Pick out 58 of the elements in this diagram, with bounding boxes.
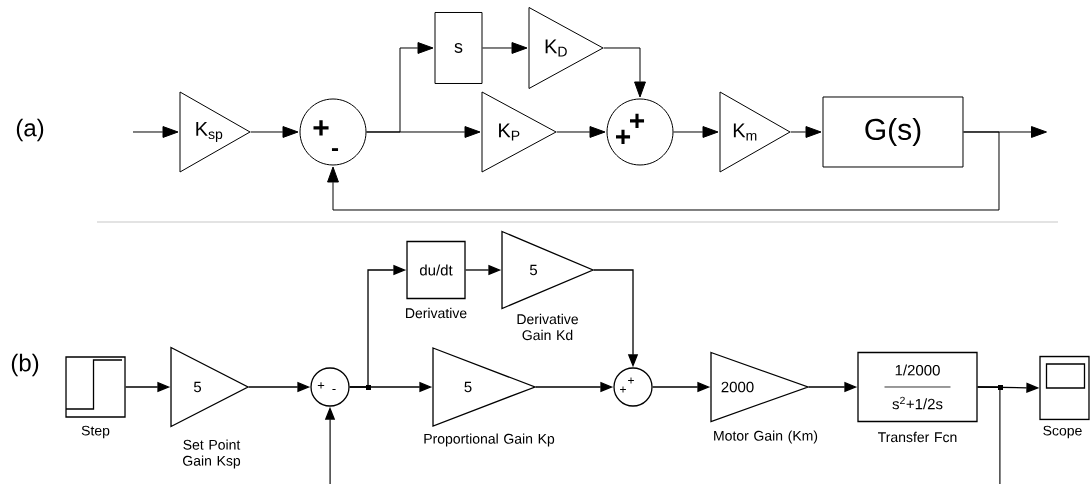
- block-caption: Derivative: [406, 307, 467, 319]
- block-label: s$^{2}$+1/2s: [892, 396, 943, 410]
- block-box: [434, 12, 483, 84]
- block-label: 1/2000: [895, 364, 940, 376]
- sign-symbol: -: [331, 148, 339, 151]
- block-caption: Step: [81, 425, 110, 439]
- sign-symbol: +: [628, 377, 634, 384]
- gain-triangle: [501, 230, 595, 310]
- sign-symbol: -: [332, 389, 336, 390]
- block-caption: Derivative Gain Kd: [517, 313, 578, 341]
- block-label: K$_{P}$: [499, 123, 520, 141]
- arrow: [132, 126, 179, 138]
- summing-junction: [299, 98, 367, 166]
- arrow: [790, 126, 822, 138]
- gain-triangle: [432, 347, 537, 427]
- panel-label: (a): [16, 118, 44, 142]
- block-caption: Transfer Fcn: [878, 431, 957, 443]
- block-label: 5: [464, 381, 472, 393]
- arrow: [556, 126, 606, 138]
- gain-triangle: [528, 7, 604, 89]
- block-label: K$_{D}$: [545, 39, 567, 57]
- arrow: [603, 47, 646, 98]
- step-block: [65, 356, 126, 418]
- summing-junction: [613, 367, 653, 407]
- arrow: [482, 42, 528, 54]
- block-label: 2000: [721, 381, 754, 393]
- block-caption: Scope: [1043, 425, 1082, 439]
- block-label: s: [454, 43, 463, 53]
- scope-block: [1039, 355, 1090, 421]
- summing-junction: [606, 98, 674, 166]
- block-label: K$_{sp}$: [196, 122, 223, 142]
- gain-triangle: [481, 91, 557, 173]
- gain-triangle: [719, 91, 791, 173]
- gain-triangle: [170, 346, 250, 428]
- block-label: 5: [193, 381, 202, 393]
- arrow: [673, 126, 719, 138]
- arrow: [366, 126, 481, 138]
- summing-junction: [310, 367, 350, 407]
- block-box: [406, 240, 466, 300]
- block-box: [822, 96, 964, 168]
- block-caption: Motor Gain (Km): [714, 430, 818, 444]
- block-label: du/dt: [419, 264, 453, 276]
- sign-symbol: +: [317, 382, 325, 389]
- panel-label: (b): [11, 353, 39, 377]
- gain-triangle: [710, 351, 810, 423]
- sign-symbol: +: [616, 129, 631, 144]
- arrow: [250, 126, 299, 138]
- gain-triangle: [179, 91, 251, 173]
- arrow: [327, 131, 1000, 211]
- block-box: [857, 351, 978, 423]
- block-label: K$_{m}$: [733, 123, 757, 141]
- block-caption: Proportional Gain Kp: [424, 433, 555, 447]
- sign-symbol: +: [313, 120, 329, 136]
- block-caption: Set Point Gain Ksp: [183, 439, 241, 469]
- sign-symbol: +: [620, 386, 626, 393]
- block-label: G(s): [865, 118, 921, 146]
- block-label: 5: [529, 264, 538, 276]
- sign-symbol: +: [630, 113, 645, 128]
